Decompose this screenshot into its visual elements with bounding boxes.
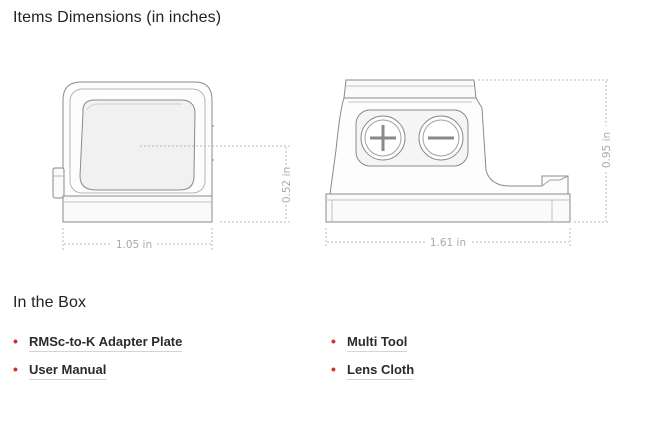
side-dimension-lines [325, 79, 610, 248]
item-link-lens-cloth[interactable]: Lens Cloth [347, 362, 415, 380]
bullet-icon: • [331, 333, 336, 349]
dimensions-heading: Items Dimensions (in inches) [13, 9, 222, 26]
bullet-icon: • [13, 361, 18, 377]
in-the-box-heading: In the Box [13, 294, 87, 311]
front-width-label: 1.05 in [116, 239, 152, 251]
list-item: • Multi Tool [331, 333, 414, 362]
in-the-box-list-left: • RMSc-to-K Adapter Plate • User Manual [13, 333, 183, 390]
side-length-label: 1.61 in [430, 237, 466, 249]
list-item: • Lens Cloth [331, 361, 415, 390]
bullet-icon: • [331, 361, 336, 377]
list-item: • RMSc-to-K Adapter Plate [13, 333, 183, 362]
front-view-drawing [52, 81, 214, 223]
front-height-label: 0.52 in [281, 167, 293, 203]
in-the-box-list-right: • Multi Tool • Lens Cloth [331, 333, 415, 390]
list-item: • User Manual [13, 361, 182, 390]
side-height-label: 0.95 in [601, 132, 613, 168]
item-link-multi-tool[interactable]: Multi Tool [347, 334, 408, 352]
bullet-icon: • [13, 333, 18, 349]
dimensions-diagram: 1.05 in 0.52 in 1 [52, 79, 613, 251]
item-link-adapter-plate[interactable]: RMSc-to-K Adapter Plate [29, 334, 183, 352]
side-view-drawing [325, 79, 571, 223]
front-dimension-lines [62, 145, 290, 250]
item-link-user-manual[interactable]: User Manual [29, 362, 107, 380]
